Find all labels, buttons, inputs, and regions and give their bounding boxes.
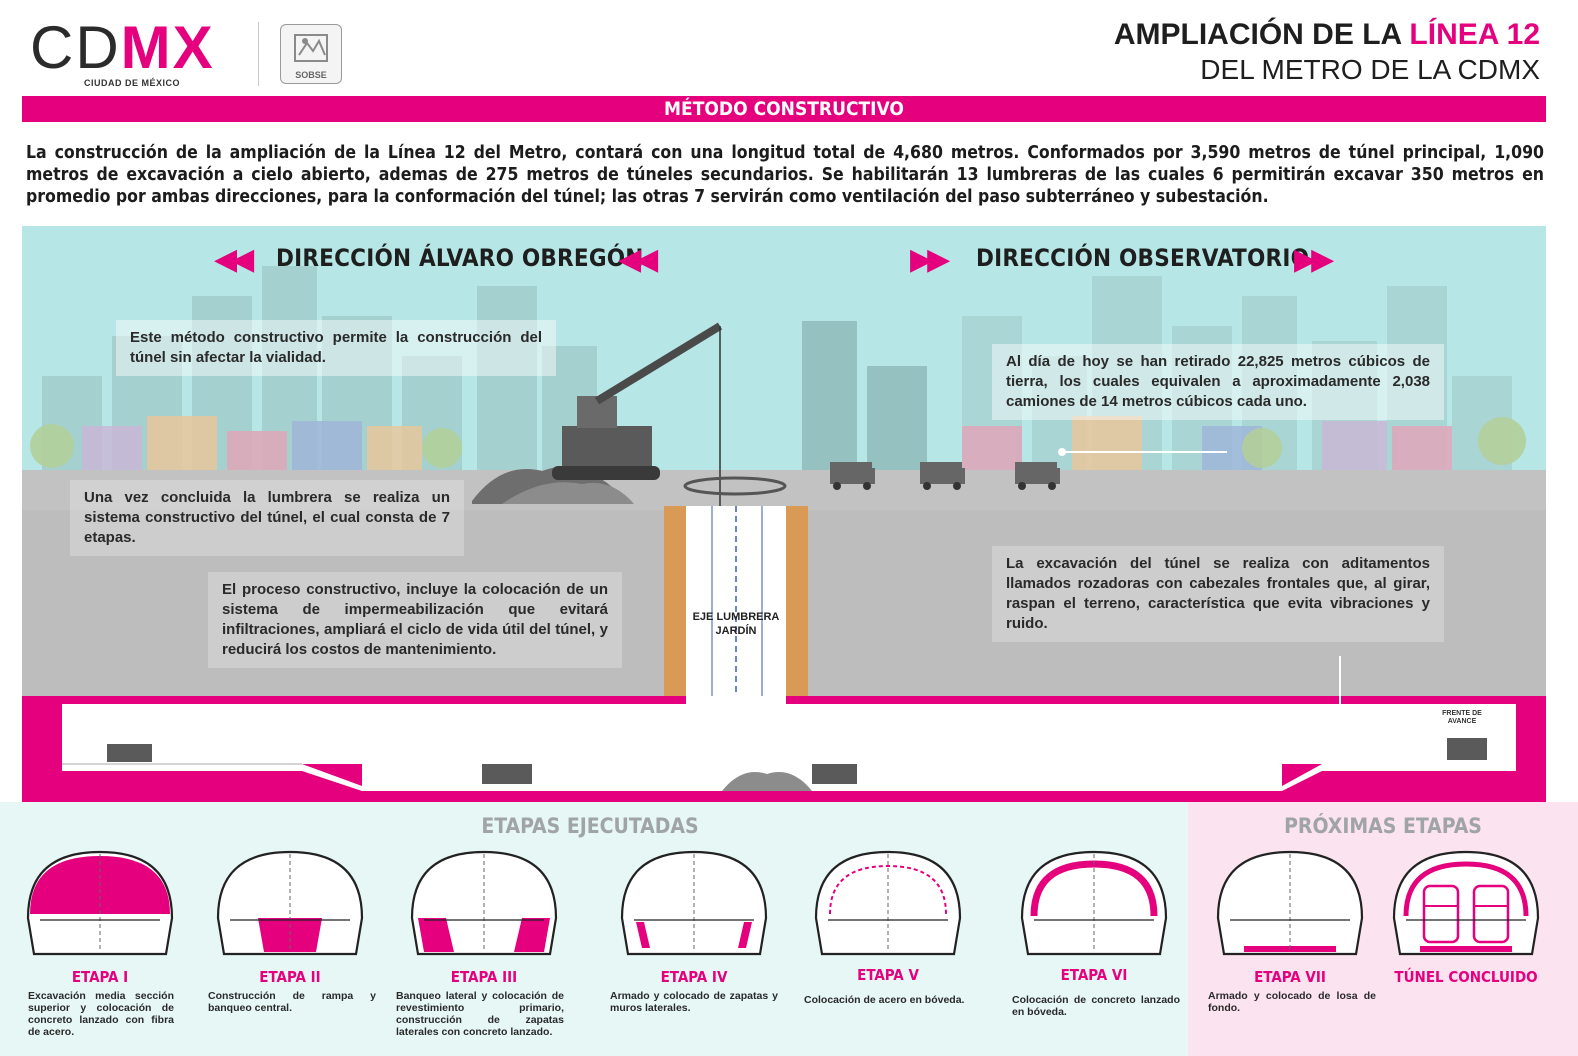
stage-description: Colocación de acero en bóveda. bbox=[804, 994, 965, 1006]
arrow-right-icon-2: ▶▶ bbox=[1294, 243, 1334, 276]
scene-illustration bbox=[22, 226, 1546, 802]
frente-line1: FRENTE DE bbox=[1442, 710, 1482, 717]
tunnel-section-icon bbox=[1216, 850, 1364, 956]
stage-description: Banqueo lateral y colocación de revestim… bbox=[396, 990, 564, 1038]
construction-scene: ◀◀ DIRECCIÓN ÁLVARO OBREGÓN ◀◀ ▶▶ DIRECC… bbox=[22, 226, 1546, 802]
tunnel-section-icon bbox=[1392, 850, 1540, 956]
lumbrera-line1: EJE LUMBRERA bbox=[692, 611, 780, 623]
intro-paragraph: La construcción de la ampliación de la L… bbox=[26, 143, 1544, 207]
arrow-left-icon: ◀◀ bbox=[214, 243, 254, 276]
note-rozadoras: La excavación del túnel se realiza con a… bbox=[992, 546, 1444, 642]
sobse-logo bbox=[280, 24, 342, 84]
stage-description: Armado y colocado de zapatas y muros lat… bbox=[610, 990, 778, 1014]
sobse-emblem-icon bbox=[294, 34, 328, 62]
page-subtitle: DEL METRO DE LA CDMX bbox=[1200, 54, 1540, 85]
executed-stages-title: ETAPAS EJECUTADAS bbox=[481, 814, 699, 838]
tunnel-section-icon bbox=[410, 850, 558, 956]
tunnel-section-icon bbox=[814, 850, 962, 956]
tunnel-section-icon bbox=[1020, 850, 1168, 956]
note-impermeabilizacion: El proceso constructivo, incluye la colo… bbox=[208, 572, 622, 668]
dump-trucks bbox=[830, 462, 1060, 484]
page-title: AMPLIACIÓN DE LA LÍNEA 12 bbox=[1114, 18, 1540, 52]
frente-avance-label: FRENTE DE AVANCE bbox=[1434, 710, 1490, 726]
stage-label: ETAPA I bbox=[71, 968, 129, 986]
direction-left-title: DIRECCIÓN ÁLVARO OBREGÓN bbox=[276, 244, 644, 272]
tunnel-machines bbox=[107, 738, 1487, 784]
frente-line2: AVANCE bbox=[1447, 718, 1477, 725]
section-title: MÉTODO CONSTRUCTIVO bbox=[664, 98, 904, 120]
stage-label: TÚNEL CONCLUIDO bbox=[1394, 968, 1538, 986]
section-bar bbox=[22, 96, 1546, 122]
stage-label: ETAPA VII bbox=[1254, 968, 1326, 986]
title-prefix: AMPLIACIÓN DE LA bbox=[1113, 18, 1410, 51]
logo-mx-text: MX bbox=[120, 14, 215, 81]
arrow-left-icon-2: ◀◀ bbox=[618, 243, 658, 276]
crane-icon bbox=[552, 322, 730, 583]
stage-description: Armado y colocado de losa de fondo. bbox=[1208, 990, 1376, 1014]
tunnel-section-icon bbox=[620, 850, 768, 956]
logo-divider bbox=[258, 22, 259, 86]
next-stages-title: PRÓXIMAS ETAPAS bbox=[1284, 814, 1482, 838]
lumbrera-label: EJE LUMBRERA JARDÍN bbox=[690, 610, 782, 638]
stage-description: Excavación media sección superior y colo… bbox=[28, 990, 174, 1038]
logo-subtitle: CIUDAD DE MÉXICO bbox=[84, 78, 181, 88]
executed-stages-panel bbox=[0, 802, 1188, 1056]
tunnel-section-icon bbox=[216, 850, 364, 956]
stage-label: ETAPA IV bbox=[660, 968, 728, 986]
note-tierra-retirada: Al día de hoy se han retirado 22,825 met… bbox=[992, 344, 1444, 420]
stage-description: Colocación de concreto lanzado en bóveda… bbox=[1012, 994, 1180, 1018]
stage-label: ETAPA VI bbox=[1060, 966, 1128, 984]
arrow-right-icon: ▶▶ bbox=[910, 243, 950, 276]
direction-right-title: DIRECCIÓN OBSERVATORIO bbox=[976, 244, 1310, 272]
stage-description: Construcción de rampa y banqueo central. bbox=[208, 990, 376, 1014]
sobse-label: SOBSE bbox=[295, 70, 327, 80]
note-etapas: Una vez concluida la lumbrera se realiza… bbox=[70, 480, 464, 556]
stage-label: ETAPA III bbox=[450, 968, 518, 986]
cdmx-logo: CDMX bbox=[30, 18, 215, 78]
stage-label: ETAPA V bbox=[857, 966, 919, 984]
lumbrera-line2: JARDÍN bbox=[715, 625, 757, 637]
tunnel-section-icon bbox=[26, 850, 174, 956]
logo-cd-text: CD bbox=[30, 14, 121, 81]
title-highlight: LÍNEA 12 bbox=[1409, 18, 1540, 51]
stage-label: ETAPA II bbox=[259, 968, 321, 986]
note-vialidad: Este método constructivo permite la cons… bbox=[116, 320, 556, 376]
